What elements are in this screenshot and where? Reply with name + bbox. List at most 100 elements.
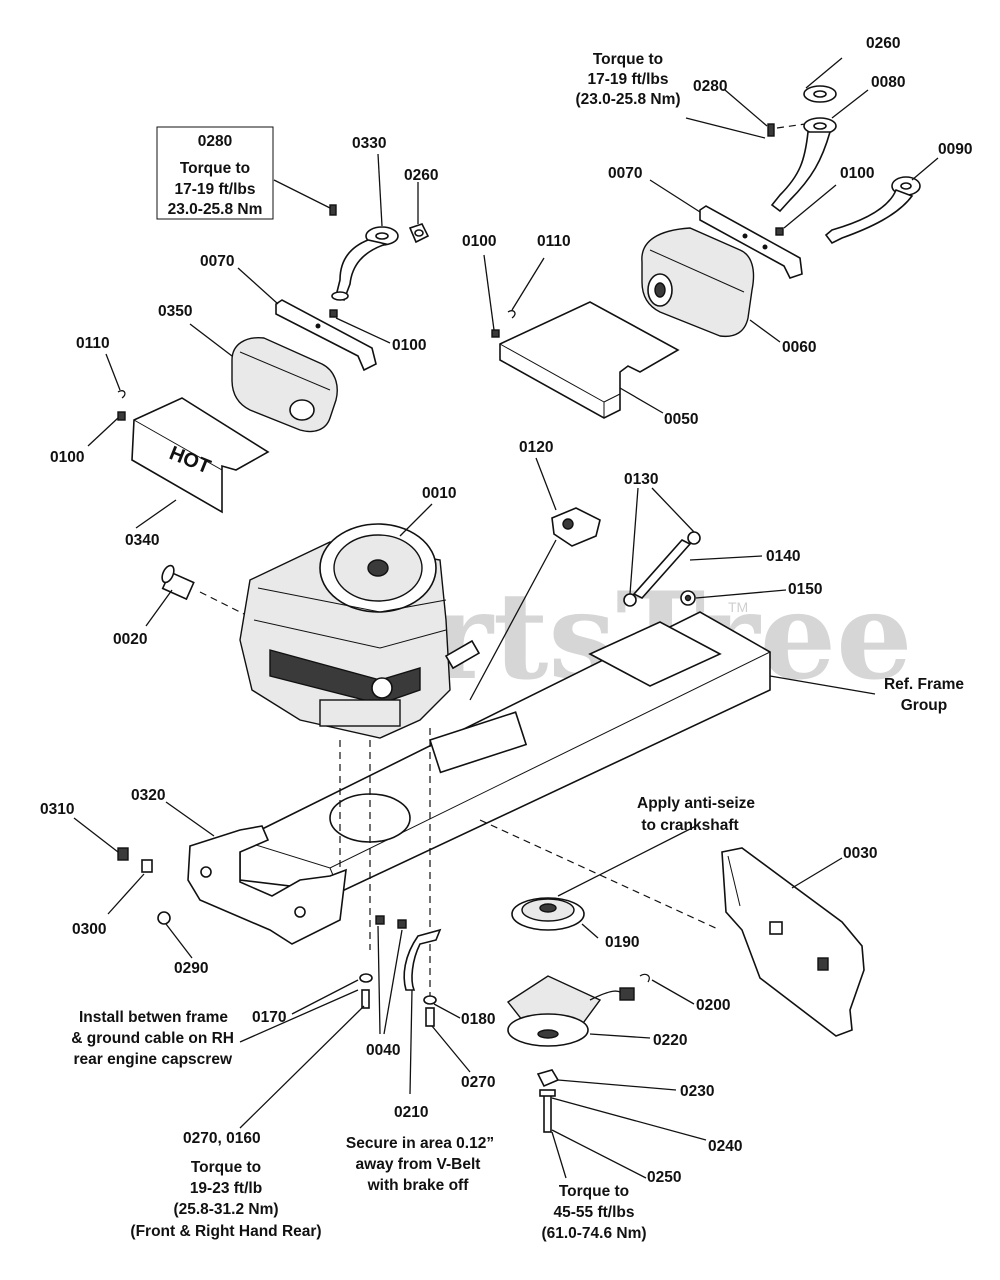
label-0210: 0210 — [394, 1104, 428, 1121]
svg-text:Torque to: Torque to — [559, 1183, 629, 1200]
label-0320: 0320 — [131, 787, 165, 804]
svg-text:(61.0-74.6 Nm): (61.0-74.6 Nm) — [541, 1225, 646, 1242]
note-secure-area: Secure in area 0.12” away from V-Belt wi… — [346, 1135, 494, 1194]
label-0140: 0140 — [766, 548, 800, 565]
label-0260-top: 0260 — [866, 35, 900, 52]
label-0250: 0250 — [647, 1169, 681, 1186]
heat-shield-0050 — [499, 301, 680, 419]
label-0080: 0080 — [871, 74, 905, 91]
muffler-0060 — [641, 227, 755, 338]
bolt-0310 — [117, 847, 129, 861]
note-torque-top: Torque to 17-19 ft/lbs (23.0-25.8 Nm) — [575, 51, 680, 108]
note-torque-engine: Torque to 19-23 ft/lb (25.8-31.2 Nm) (Fr… — [130, 1159, 321, 1240]
exhaust-bracket-0070-left — [275, 299, 377, 372]
label-0190: 0190 — [605, 934, 639, 951]
label-0150: 0150 — [788, 581, 822, 598]
washer-0180 — [423, 995, 437, 1005]
gasket-0260-left — [408, 223, 430, 244]
svg-text:Secure in area 0.12”: Secure in area 0.12” — [346, 1135, 494, 1152]
engine-0010 — [239, 523, 481, 739]
label-0120: 0120 — [519, 439, 553, 456]
note-torque-clutch: Torque to 45-55 ft/lbs (61.0-74.6 Nm) — [541, 1183, 646, 1242]
clip-0110-left — [117, 390, 126, 399]
svg-text:with brake off: with brake off — [367, 1177, 470, 1194]
label-0110-left: 0110 — [76, 335, 110, 352]
screw-0280-top — [767, 123, 775, 137]
screw-0100-hot — [117, 411, 126, 421]
svg-text:23.0-25.8 Nm: 23.0-25.8 Nm — [168, 201, 263, 218]
clip-0110-right — [507, 310, 516, 319]
svg-text:45-55 ft/lbs: 45-55 ft/lbs — [554, 1204, 635, 1221]
svg-text:0280: 0280 — [198, 133, 232, 150]
label-0290: 0290 — [174, 960, 208, 977]
screw-0100-shield — [491, 329, 500, 338]
torque-note-box — [156, 126, 274, 220]
washer-0230 — [536, 1069, 560, 1088]
svg-text:away from V-Belt: away from V-Belt — [356, 1156, 481, 1173]
washer-0170 — [359, 973, 373, 983]
mount-bracket-0320 — [187, 825, 347, 945]
svg-text:(Front & Right Hand Rear): (Front & Right Hand Rear) — [130, 1223, 321, 1240]
dipstick-0120 — [469, 507, 601, 701]
svg-text:& ground cable on RH: & ground cable on RH — [71, 1030, 234, 1047]
label-0070-right: 0070 — [608, 165, 642, 182]
exhaust-pipe-0330 — [331, 226, 399, 302]
exhaust-bracket-0070-right — [699, 205, 803, 279]
shield-plate-0030 — [721, 847, 865, 1037]
bolt-0240 — [539, 1089, 556, 1133]
bolt-0270-right — [425, 1007, 435, 1027]
label-0200: 0200 — [696, 997, 730, 1014]
svg-text:17-19 ft/lbs: 17-19 ft/lbs — [175, 181, 256, 198]
bolt-0270-left — [361, 989, 370, 1009]
label-0100-right: 0100 — [840, 165, 874, 182]
note-ref-frame: Ref. Frame Group — [884, 676, 964, 714]
exhaust-pipe-0090 — [824, 176, 921, 245]
svg-text:Install betwen frame: Install betwen frame — [79, 1009, 228, 1026]
key-0200 — [639, 973, 650, 983]
muffler-0350 — [231, 337, 338, 433]
label-0240: 0240 — [708, 1138, 742, 1155]
svg-text:19-23 ft/lb: 19-23 ft/lb — [190, 1180, 262, 1197]
label-0280-top: 0280 — [693, 78, 727, 95]
svg-text:Ref. Frame: Ref. Frame — [884, 676, 964, 693]
label-0170: 0170 — [252, 1009, 286, 1026]
svg-text:Torque to: Torque to — [593, 51, 663, 68]
hot-heat-shield-0340: HOT — [131, 397, 270, 514]
label-0350: 0350 — [158, 303, 192, 320]
label-0310: 0310 — [40, 801, 74, 818]
svg-text:Group: Group — [901, 697, 948, 714]
label-0270-0160: 0270, 0160 — [183, 1130, 261, 1147]
screw-0100-right — [775, 227, 784, 236]
label-0010: 0010 — [422, 485, 456, 502]
svg-text:(23.0-25.8 Nm): (23.0-25.8 Nm) — [575, 91, 680, 108]
label-0300: 0300 — [72, 921, 106, 938]
note-install-between: Install betwen frame & ground cable on R… — [71, 1009, 234, 1068]
note-anti-seize: Apply anti-seize to crankshaft — [637, 795, 755, 834]
watermark-trademark: TM — [728, 599, 748, 615]
oil-filter-0020 — [161, 564, 195, 601]
label-0070-left: 0070 — [200, 253, 234, 270]
pto-clutch-0220 — [506, 975, 635, 1047]
svg-text:Apply anti-seize: Apply anti-seize — [637, 795, 755, 812]
label-0330: 0330 — [352, 135, 386, 152]
label-0030: 0030 — [843, 845, 877, 862]
label-0110-right: 0110 — [537, 233, 571, 250]
label-0260-left: 0260 — [404, 167, 438, 184]
screw-0280-left — [329, 204, 337, 216]
label-0050: 0050 — [664, 411, 698, 428]
fuel-hose-0140 — [623, 531, 701, 607]
label-0100-shield: 0100 — [462, 233, 496, 250]
label-0020: 0020 — [113, 631, 147, 648]
label-0100-hot: 0100 — [50, 449, 84, 466]
pulley-0190 — [511, 897, 585, 931]
label-0060: 0060 — [782, 339, 816, 356]
note-0280-box: 0280 Torque to 17-19 ft/lbs 23.0-25.8 Nm — [168, 133, 263, 218]
screw-0100-left — [329, 309, 338, 318]
label-0130: 0130 — [624, 471, 658, 488]
svg-text:(25.8-31.2 Nm): (25.8-31.2 Nm) — [173, 1201, 278, 1218]
svg-text:Torque to: Torque to — [191, 1159, 261, 1176]
nut-0290 — [157, 911, 171, 925]
label-0270: 0270 — [461, 1074, 495, 1091]
label-0340: 0340 — [125, 532, 159, 549]
